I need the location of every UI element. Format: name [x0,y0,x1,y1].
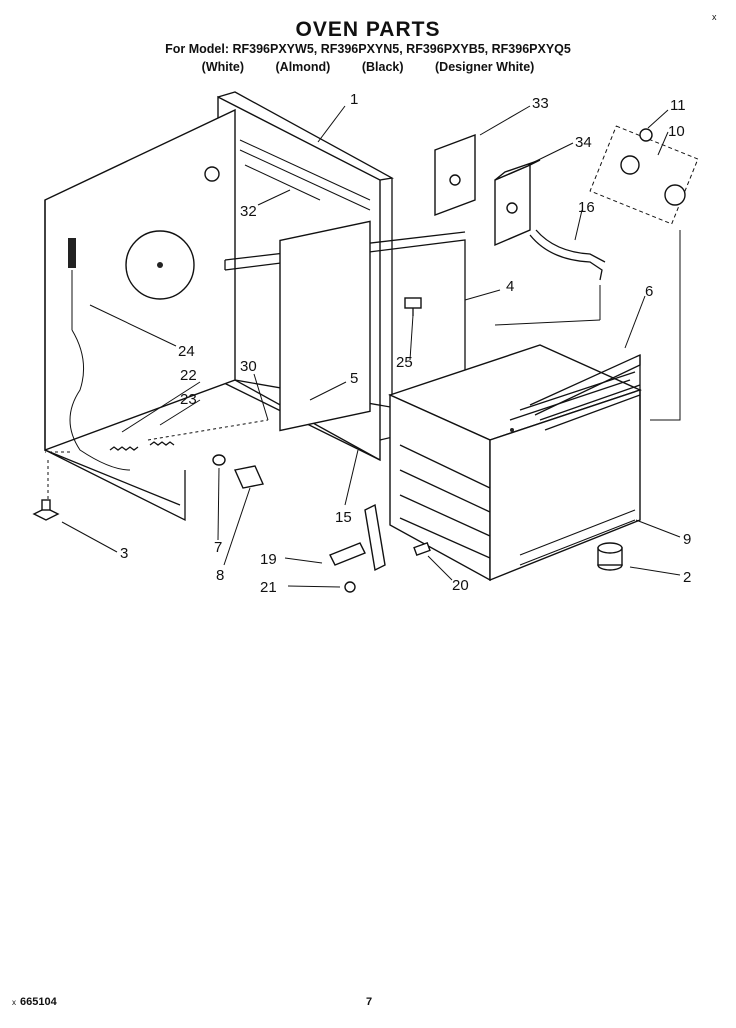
part-25-connector [404,297,422,316]
callout-20: 20 [452,577,469,594]
callout-3: 3 [120,545,128,562]
callout-6: 6 [645,283,653,300]
part-33-bracket [434,133,476,217]
part-15-19-21-lock [329,503,386,593]
callout-1: 1 [350,91,358,108]
corner-mark: x [712,12,717,22]
callout-2: 2 [683,569,691,586]
color-black: (Black) [361,60,404,74]
color-white: (White) [201,60,245,74]
callout-9: 9 [683,531,691,548]
part-34-bracket [494,159,541,247]
callout-15: 15 [335,509,352,526]
callout-22: 22 [180,367,197,384]
callout-8: 8 [216,567,224,584]
model-list: For Model: RF396PXYW5, RF396PXYN5, RF396… [165,42,571,56]
page-number: 7 [366,996,373,1008]
callout-30: 30 [240,358,257,375]
part-22-23-spring [109,441,175,451]
part-3-leveler [32,499,60,521]
leader-lines [45,105,681,588]
callout-labels: 1 2 3 4 5 6 7 8 9 10 11 15 16 19 20 21 2… [120,91,691,596]
doc-number: 665104 [20,996,57,1008]
part-10-11-light [589,125,699,225]
callout-4: 4 [506,278,514,295]
callout-32: 32 [240,203,257,220]
page-title: OVEN PARTS [295,18,441,41]
callout-10: 10 [668,123,685,140]
callout-16: 16 [578,199,595,216]
callout-33: 33 [532,95,549,112]
oven-rack-frame [388,344,642,582]
color-list: (White) (Almond) (Black) (Designer White… [0,60,736,74]
callout-24: 24 [178,343,195,360]
part-2-foot [597,542,623,571]
part-16-tube [529,229,606,281]
part-20-screw [413,541,431,557]
callout-11: 11 [670,97,686,114]
part-7-grommet [212,454,226,466]
color-designer-white: (Designer White) [435,60,535,74]
callout-19: 19 [260,551,277,568]
callout-5: 5 [350,370,358,387]
callout-21: 21 [260,579,277,596]
part-8-latch [234,465,264,489]
callout-34: 34 [575,134,592,151]
bake-element [529,353,641,431]
callout-23: 23 [180,391,197,408]
oven-chassis [44,91,466,522]
callout-25: 25 [396,354,413,371]
color-almond: (Almond) [275,60,331,74]
callout-7: 7 [214,539,222,556]
footer-mark: x [12,998,16,1007]
